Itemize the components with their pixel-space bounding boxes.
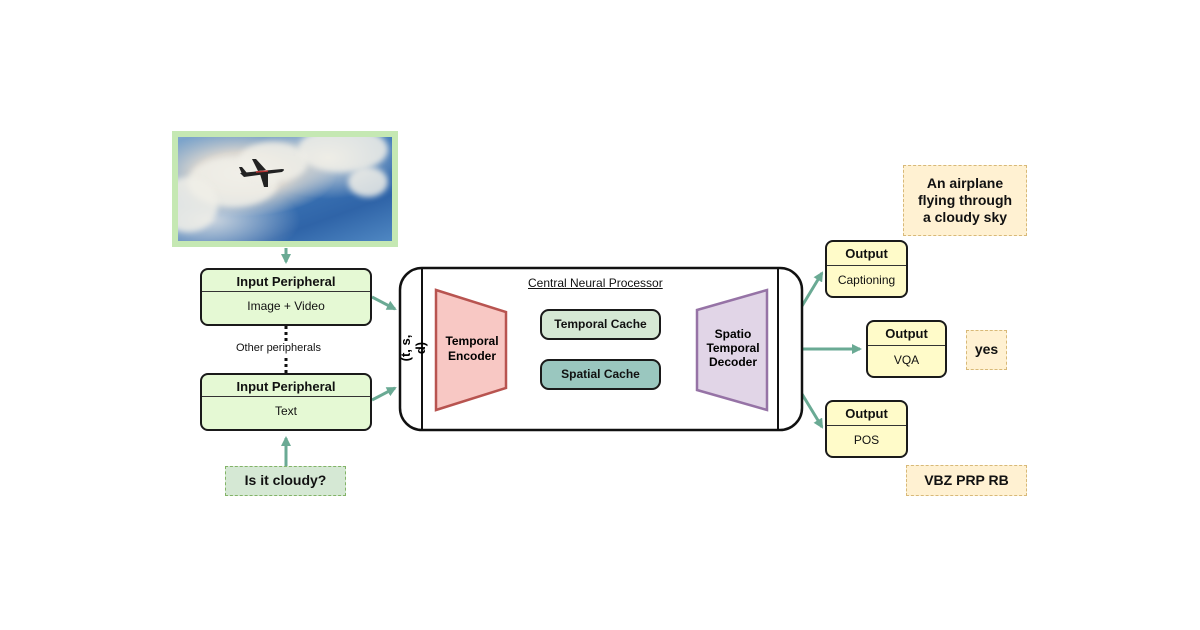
pos-answer: VBZ PRP RB [906,465,1027,496]
output-subtitle: Captioning [837,273,896,287]
spatio-temporal-decoder: Spatio Temporal Decoder [698,327,768,369]
output-title: Output [827,402,906,426]
temporal-encoder-shape [434,288,508,412]
output-title: Output [827,242,906,266]
input-peripheral-title: Input Peripheral [202,375,370,397]
other-peripherals-label: Other peripherals [236,342,321,354]
processor-title: Central Neural Processor [528,276,663,290]
arrow-processor-to-captioning [800,271,824,307]
input-peripheral-subtitle: Image + Video [247,299,325,313]
arrow-processor-to-pos [800,393,824,429]
decoder-label-line1: Spatio [714,327,752,341]
arrow-text-input-to-processor [371,386,397,402]
decoder-label-line3: Decoder [708,355,758,369]
output-vqa: Output VQA [866,320,947,378]
input-image [172,131,398,247]
input-peripheral-title: Input Peripheral [202,270,370,292]
temporal-encoder: Temporal Encoder [436,334,508,364]
output-captioning: Output Captioning [825,240,908,298]
caption-answer: An airplane flying through a cloudy sky [903,165,1027,236]
spatial-cache: Spatial Cache [540,359,661,390]
temporal-encoder-label-line1: Temporal [445,334,499,348]
caption-line1: An airplane [926,175,1004,191]
caption-line2: flying through [917,192,1013,208]
decoder-label-line2: Temporal [706,341,760,355]
output-title: Output [868,322,945,346]
temporal-cache: Temporal Cache [540,309,661,340]
input-peripheral-image-video: Input Peripheral Image + Video [200,268,372,326]
cloudy-sky-photo [178,137,392,241]
question-input: Is it cloudy? [225,466,346,496]
input-peripheral-subtitle: Text [274,404,297,418]
vqa-answer: yes [966,330,1007,370]
output-subtitle: POS [853,433,880,447]
output-subtitle: VQA [893,353,920,367]
output-pos: Output POS [825,400,908,458]
caption-line3: a cloudy sky [922,209,1008,225]
arrow-image-input-to-processor [371,295,397,311]
spatio-temporal-decoder-shape [695,288,769,412]
temporal-encoder-label-line2: Encoder [447,349,496,363]
input-peripheral-text: Input Peripheral Text [200,373,372,431]
dims-label: (t, s, d) [398,334,428,362]
airplane-icon [239,159,284,187]
